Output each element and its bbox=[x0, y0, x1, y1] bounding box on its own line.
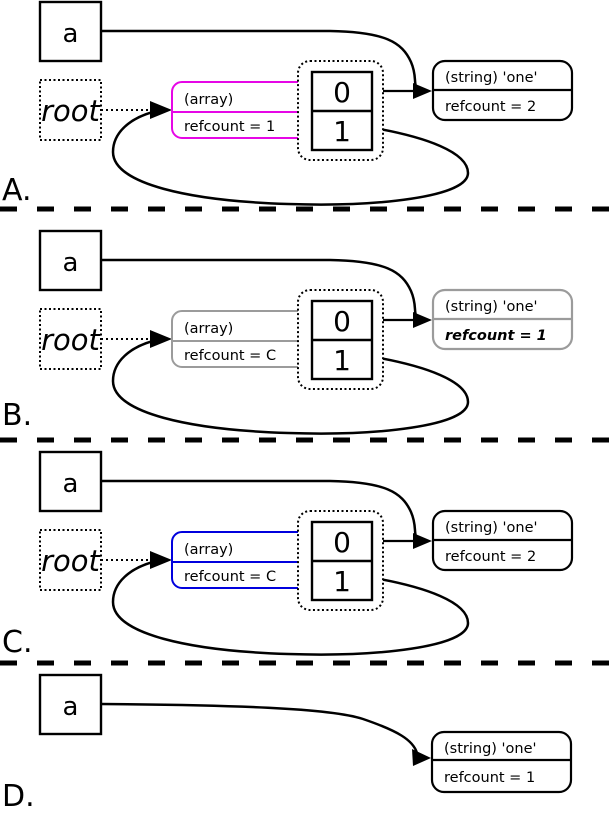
self-reference-arrow bbox=[111, 560, 470, 656]
string-arrowhead-icon bbox=[413, 83, 432, 99]
a-to-string-arrow bbox=[101, 258, 420, 320]
array-refcount-label: refcount = C bbox=[184, 348, 276, 364]
string-refcount-label: refcount = 1 bbox=[445, 328, 547, 344]
string-type-label: (string) 'one' bbox=[445, 520, 538, 536]
string-refcount-label: refcount = 1 bbox=[444, 770, 535, 786]
cell-1-label: 1 bbox=[333, 344, 351, 377]
root-arrowhead-icon bbox=[150, 330, 172, 348]
variable-a-label: a bbox=[63, 692, 79, 722]
string-node bbox=[430, 730, 573, 794]
string-type-label: (string) 'one' bbox=[445, 70, 538, 86]
a-to-string-arrow bbox=[101, 29, 420, 91]
cell-1-label: 1 bbox=[333, 565, 351, 598]
cell-0-label: 0 bbox=[333, 526, 351, 559]
cell-1-label: 1 bbox=[333, 115, 351, 148]
string-type-label: (string) 'one' bbox=[444, 741, 537, 757]
root-label: root bbox=[41, 94, 101, 128]
a-to-string-arrow bbox=[100, 702, 419, 754]
cell-0-label: 0 bbox=[333, 76, 351, 109]
string-arrowhead-icon bbox=[413, 533, 432, 549]
root-arrowhead-icon bbox=[150, 101, 172, 119]
a-to-string-arrow bbox=[101, 479, 420, 541]
root-box bbox=[39, 529, 102, 591]
root-label: root bbox=[41, 544, 101, 578]
array-type-label: (array) bbox=[184, 92, 233, 108]
self-reference-arrow bbox=[111, 339, 470, 435]
self-reference-arrow bbox=[111, 110, 470, 206]
variable-a-label: a bbox=[63, 248, 79, 278]
array-type-label: (array) bbox=[184, 542, 233, 558]
variable-a-box bbox=[38, 0, 103, 63]
root-label: root bbox=[41, 323, 101, 357]
panel-d: a (string) 'one' refcount = 1 D. bbox=[2, 673, 573, 814]
panel-label-a: A. bbox=[2, 173, 32, 208]
root-arrowhead-icon bbox=[150, 551, 172, 569]
string-arrowhead-icon bbox=[412, 749, 431, 766]
string-type-label: (string) 'one' bbox=[445, 299, 538, 315]
variable-a-box bbox=[38, 229, 103, 292]
root-box bbox=[39, 79, 102, 141]
string-arrowhead-icon bbox=[413, 312, 432, 328]
panel-label-b: B. bbox=[2, 398, 32, 433]
string-refcount-label: refcount = 2 bbox=[445, 549, 536, 565]
variable-a-box bbox=[38, 673, 103, 736]
panel-b: a root (array) refcount = C 0 1 (string)… bbox=[2, 229, 574, 435]
variable-a-label: a bbox=[63, 19, 79, 49]
panel-label-c: C. bbox=[2, 625, 32, 660]
array-type-label: (array) bbox=[184, 321, 233, 337]
variable-a-label: a bbox=[63, 469, 79, 499]
array-refcount-label: refcount = 1 bbox=[184, 119, 275, 135]
panel-a: a root (array) refcount = 1 0 1 (string)… bbox=[2, 0, 574, 208]
panel-label-d: D. bbox=[2, 779, 35, 814]
root-box bbox=[39, 308, 102, 370]
array-refcount-label: refcount = C bbox=[184, 569, 276, 585]
variable-a-box bbox=[38, 450, 103, 513]
string-refcount-label: refcount = 2 bbox=[445, 99, 536, 115]
cell-0-label: 0 bbox=[333, 305, 351, 338]
panel-c: a root (array) refcount = C 0 1 (string)… bbox=[2, 450, 574, 660]
